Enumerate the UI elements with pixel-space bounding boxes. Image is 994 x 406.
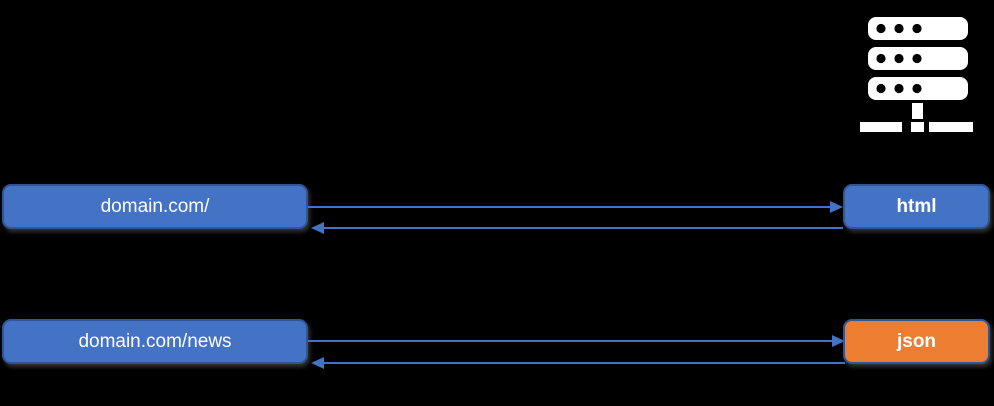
- arrow-line: [308, 340, 832, 342]
- request-box-news: domain.com/news: [2, 319, 308, 364]
- arrow-line: [308, 206, 830, 208]
- request-label-news: domain.com/news: [78, 330, 232, 352]
- request-arrow-root: [308, 201, 843, 213]
- request-label-root: domain.com/: [100, 195, 210, 217]
- arrowhead-right-icon: [830, 201, 843, 213]
- arrow-line: [324, 362, 845, 364]
- response-box-json: json: [843, 319, 990, 364]
- arrowhead-left-icon: [311, 357, 324, 369]
- response-arrow-root: [311, 222, 843, 234]
- request-box-root: domain.com/: [2, 184, 308, 229]
- server-icon: [860, 17, 973, 132]
- request-arrow-news: [308, 335, 845, 347]
- response-box-html: html: [843, 184, 990, 229]
- arrow-line: [324, 227, 843, 229]
- arrowhead-right-icon: [832, 335, 845, 347]
- response-arrow-news: [311, 357, 845, 369]
- response-label-json: json: [896, 330, 937, 352]
- arrowhead-left-icon: [311, 222, 324, 234]
- response-label-html: html: [896, 195, 937, 217]
